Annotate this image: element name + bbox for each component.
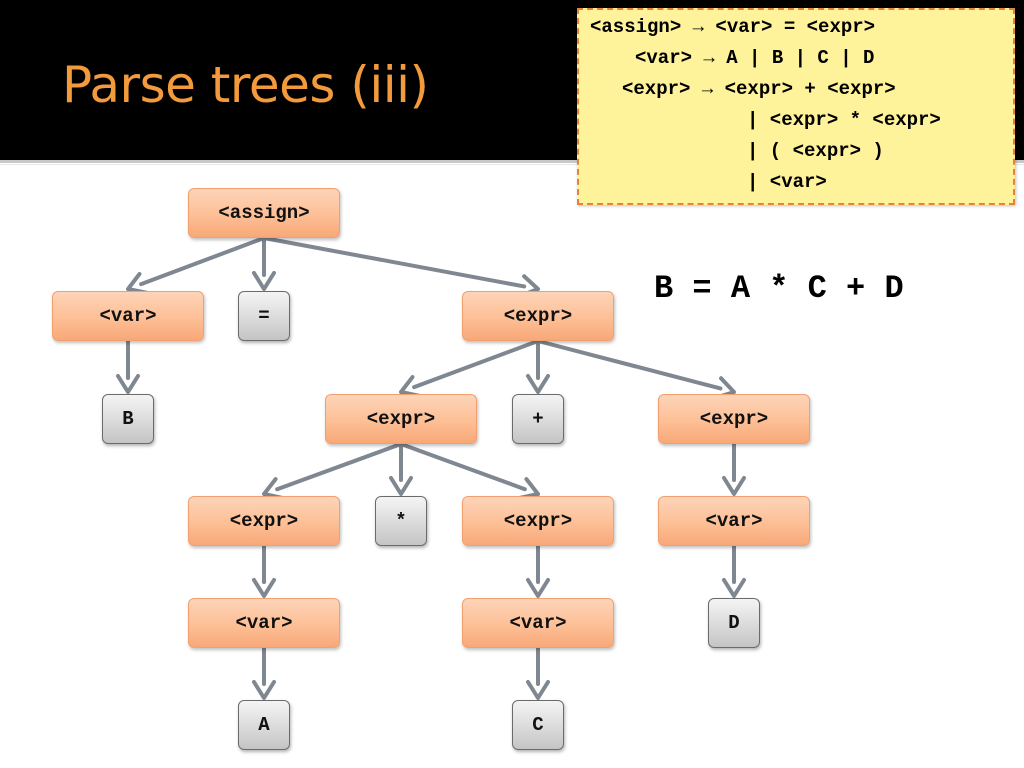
tree-node-expr2: <expr>: [325, 394, 477, 444]
tree-edge-var4-C: [526, 646, 550, 700]
grammar-box: <assign> → <var> = <expr> <var> → A | B …: [577, 8, 1015, 205]
header-divider-thin: [0, 164, 1024, 165]
tree-node-expr3: <expr>: [658, 394, 810, 444]
tree-edge-expr2-expr5: [399, 442, 540, 500]
tree-edge-var2-D: [722, 544, 746, 598]
tree-node-var4: <var>: [462, 598, 614, 648]
tree-edge-expr1-plus: [526, 339, 550, 394]
tree-node-B: B: [102, 394, 154, 444]
tree-edge-expr1-expr3: [536, 339, 736, 400]
tree-edge-expr5-var4: [526, 544, 550, 598]
tree-edge-var1-B: [116, 339, 140, 394]
tree-edge-expr3-var2: [722, 442, 746, 496]
tree-node-star: *: [375, 496, 427, 546]
tree-edge-assign-expr1: [262, 236, 540, 298]
tree-node-var2: <var>: [658, 496, 810, 546]
tree-node-expr5: <expr>: [462, 496, 614, 546]
tree-edge-assign-var1: [126, 236, 266, 295]
grammar-alt-times: | <expr> * <expr>: [747, 109, 941, 131]
tree-edge-assign-eq: [252, 236, 276, 291]
tree-edge-expr4-var3: [252, 544, 276, 598]
tree-node-expr4: <expr>: [188, 496, 340, 546]
tree-node-A: A: [238, 700, 290, 750]
tree-node-C: C: [512, 700, 564, 750]
grammar-alt-paren: | ( <expr> ): [747, 140, 884, 162]
tree-node-eq: =: [238, 291, 290, 341]
grammar-rule-var: <var> → A | B | C | D: [635, 47, 875, 69]
tree-edge-var3-A: [252, 646, 276, 700]
tree-node-expr1: <expr>: [462, 291, 614, 341]
grammar-rule-expr: <expr> → <expr> + <expr>: [622, 78, 896, 100]
tree-node-plus: +: [512, 394, 564, 444]
grammar-rule-assign: <assign> → <var> = <expr>: [590, 16, 876, 38]
slide-title: Parse trees (iii): [62, 56, 429, 114]
tree-edge-expr1-expr2: [399, 339, 540, 398]
tree-edge-expr2-star: [389, 442, 413, 496]
header-divider: [0, 160, 1024, 163]
tree-node-var1: <var>: [52, 291, 204, 341]
tree-node-D: D: [708, 598, 760, 648]
grammar-alt-var: | <var>: [747, 171, 827, 193]
tree-node-assign: <assign>: [188, 188, 340, 238]
input-sentence: B = A * C + D: [654, 270, 904, 307]
tree-node-var3: <var>: [188, 598, 340, 648]
tree-edge-expr2-expr4: [262, 442, 403, 500]
